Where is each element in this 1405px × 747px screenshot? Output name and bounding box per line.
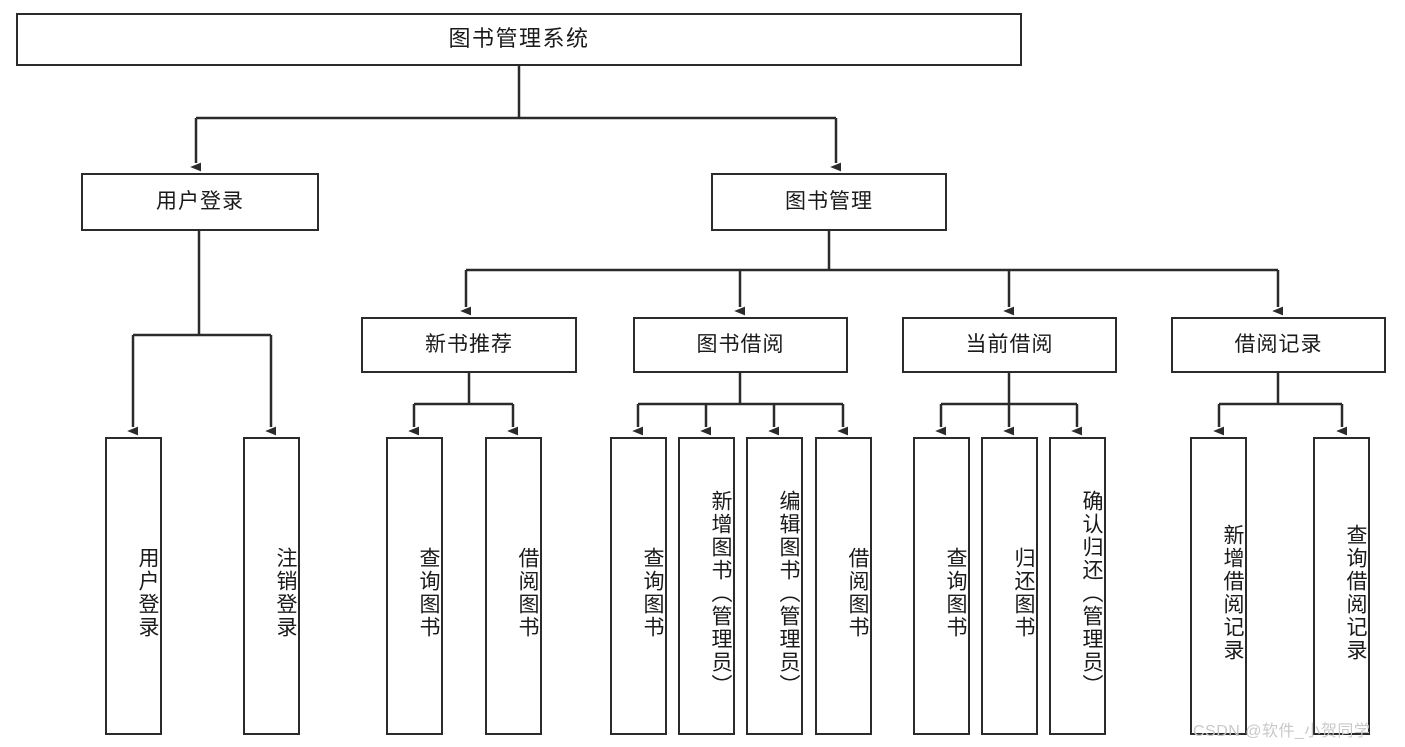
node-user-login[interactable]: 用户登录 (81, 173, 319, 231)
leaf-query-book-recommend[interactable]: 查询图书 (386, 437, 443, 735)
leaf-query-book-current[interactable]: 查询图书 (913, 437, 970, 735)
leaf-confirm-return-admin[interactable]: 确认归还（管理员） (1049, 437, 1106, 735)
node-current-borrow[interactable]: 当前借阅 (902, 317, 1117, 373)
csdn-watermark: CSDN @软件_小贺同学 (1193, 723, 1371, 740)
node-root-system[interactable]: 图书管理系统 (16, 13, 1022, 66)
leaf-user-login[interactable]: 用户登录 (105, 437, 162, 735)
node-borrow-record[interactable]: 借阅记录 (1171, 317, 1386, 373)
leaf-add-borrow-record[interactable]: 新增借阅记录 (1190, 437, 1247, 735)
leaf-borrow-book-recommend[interactable]: 借阅图书 (485, 437, 542, 735)
leaf-return-book[interactable]: 归还图书 (981, 437, 1038, 735)
leaf-user-logout[interactable]: 注销登录 (243, 437, 300, 735)
leaf-query-borrow-record[interactable]: 查询借阅记录 (1313, 437, 1370, 735)
leaf-borrow-book[interactable]: 借阅图书 (815, 437, 872, 735)
leaf-edit-book-admin[interactable]: 编辑图书（管理员） (746, 437, 803, 735)
leaf-add-book-admin[interactable]: 新增图书（管理员） (678, 437, 735, 735)
node-book-borrow[interactable]: 图书借阅 (633, 317, 848, 373)
node-new-book-recommend[interactable]: 新书推荐 (361, 317, 577, 373)
leaf-query-book-borrow[interactable]: 查询图书 (610, 437, 667, 735)
node-book-manage[interactable]: 图书管理 (711, 173, 947, 231)
